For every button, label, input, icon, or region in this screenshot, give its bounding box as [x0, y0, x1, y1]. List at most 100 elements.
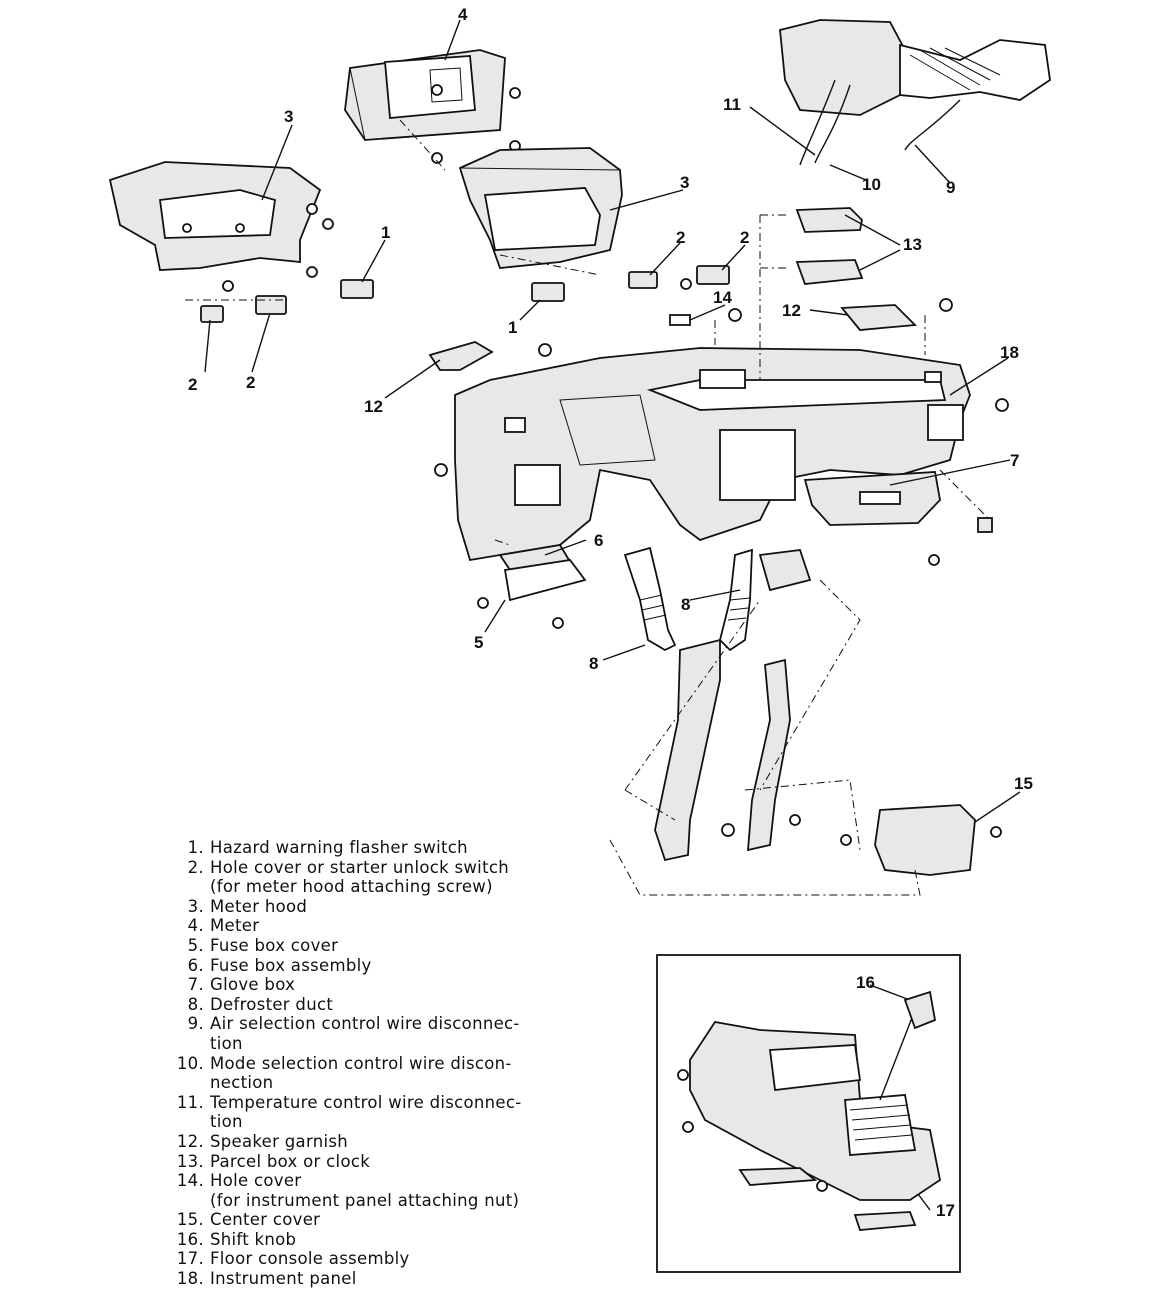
glove-box-drawing [803, 471, 993, 566]
callout-13: 13 [903, 235, 922, 254]
legend-number: 13. [176, 1151, 204, 1171]
legend-item: 9.Air selection control wire disconnec- [160, 1014, 580, 1034]
legend-item: 14. Hole cover [160, 1171, 580, 1191]
callout-15: 15 [1014, 774, 1033, 793]
callout-18: 18 [1000, 343, 1019, 362]
parts-legend: 1. Hazard warning flasher switch 2. Hole co… [160, 838, 580, 1289]
callout-3-center: 3 [680, 173, 689, 192]
legend-item: (for meter hood attaching screw) [160, 877, 580, 897]
callout-7: 7 [1010, 451, 1019, 470]
legend-item: 6. Fuse box assembly [160, 956, 580, 976]
legend-number: 5. [187, 935, 204, 955]
callout-1-left: 1 [381, 223, 390, 242]
legend-number: 11. [176, 1092, 204, 1112]
legend-text: Floor console assembly [210, 1249, 410, 1269]
legend-item: 10.Mode selection control wire discon- [160, 1054, 580, 1074]
legend-item: 12. Speaker garnish [160, 1132, 580, 1152]
callout-8-upper: 8 [681, 595, 690, 614]
legend-text: Center cover [210, 1210, 321, 1230]
legend-text: Temperature control wire disconnec- [210, 1092, 522, 1112]
callout-1-center: 1 [508, 318, 517, 337]
callout-2-center-b: 2 [740, 228, 749, 247]
legend-number: 4. [187, 916, 204, 936]
legend-number: 16. [176, 1229, 204, 1249]
legend-number: 7. [187, 975, 204, 995]
callout-2-left-b: 2 [246, 373, 255, 392]
legend-text: Meter hood [210, 896, 308, 916]
legend-item: 17. Floor console assembly [160, 1249, 580, 1269]
legend-number [160, 877, 210, 897]
meter-hood-center-drawing [458, 147, 623, 269]
legend-item: 16. Shift knob [160, 1230, 580, 1250]
callout-17: 17 [936, 1201, 955, 1220]
legend-text: Meter [210, 916, 260, 936]
legend-number: 1. [187, 838, 204, 857]
callout-labels: 4 3 3 1 1 2 2 2 2 11 10 9 13 14 12 12 18… [188, 5, 1033, 1220]
legend-text: Parcel box or clock [210, 1151, 371, 1171]
defroster-duct-drawing [623, 546, 812, 652]
legend-item: 2. Hole cover or starter unlock switch [160, 858, 580, 878]
legend-number: 6. [187, 955, 204, 975]
legend-text: Hazard warning flasher switch [210, 838, 468, 857]
legend-number [160, 1112, 210, 1132]
meter-hood-left-drawing [108, 161, 334, 292]
legend-text: (for instrument panel attaching nut) [210, 1190, 520, 1210]
parcel-box-drawing [428, 207, 953, 371]
bracket-drawing [654, 638, 801, 862]
legend-text: Hole cover [210, 1171, 302, 1191]
callout-8-lower: 8 [589, 654, 598, 673]
legend-text: Fuse box cover [210, 935, 339, 955]
callout-14: 14 [713, 288, 732, 307]
legend-item: nection [160, 1073, 580, 1093]
legend-number: 3. [187, 896, 204, 916]
legend-number: 8. [187, 994, 204, 1014]
callout-2-left-a: 2 [188, 375, 197, 394]
legend-item: 3. Meter hood [160, 897, 580, 917]
legend-text: Defroster duct [210, 994, 334, 1014]
legend-number: 14. [176, 1171, 204, 1191]
legend-number: 17. [176, 1249, 204, 1269]
callout-5: 5 [474, 633, 483, 652]
legend-number: 2. [187, 857, 204, 877]
legend-number [160, 1191, 210, 1211]
legend-item: 18. Instrument panel [160, 1269, 580, 1289]
legend-item: 5. Fuse box cover [160, 936, 580, 956]
callout-2-center-a: 2 [676, 228, 685, 247]
callout-12-left: 12 [364, 397, 383, 416]
legend-text: tion [210, 1033, 243, 1053]
legend-text: Fuse box assembly [210, 955, 372, 975]
callout-10: 10 [862, 175, 881, 194]
meter-drawing [344, 49, 521, 164]
legend-number: 9. [187, 1014, 204, 1034]
legend-item: tion [160, 1034, 580, 1054]
center-cover-drawing [840, 804, 1002, 876]
callout-16: 16 [856, 973, 875, 992]
legend-text: Instrument panel [210, 1269, 357, 1289]
legend-item: (for instrument panel attaching nut) [160, 1191, 580, 1211]
legend-text: nection [210, 1073, 274, 1093]
fuse-box-drawing [477, 544, 587, 629]
legend-text: Glove box [210, 975, 296, 995]
legend-number: 12. [176, 1131, 204, 1151]
legend-number: 10. [176, 1053, 204, 1073]
callout-6: 6 [594, 531, 603, 550]
legend-text: Shift knob [210, 1229, 297, 1249]
callout-4: 4 [458, 5, 468, 24]
legend-item: 4. Meter [160, 916, 580, 936]
legend-item: 11. Temperature control wire disconnec- [160, 1093, 580, 1113]
floor-console-inset [656, 954, 961, 1273]
callout-12-right: 12 [782, 301, 801, 320]
instrument-panel-drawing [434, 347, 1009, 562]
legend-item: 7. Glove box [160, 975, 580, 995]
legend-item: 15. Center cover [160, 1210, 580, 1230]
switch-drawings [200, 265, 730, 323]
legend-text: Speaker garnish [210, 1131, 349, 1151]
legend-number: 18. [176, 1269, 204, 1289]
callout-11: 11 [723, 95, 741, 114]
legend-number: 15. [176, 1210, 204, 1230]
legend-text: tion [210, 1112, 243, 1132]
legend-text: Hole cover or starter unlock switch [210, 857, 509, 877]
legend-item: 8. Defroster duct [160, 995, 580, 1015]
connection-lines [185, 119, 991, 896]
